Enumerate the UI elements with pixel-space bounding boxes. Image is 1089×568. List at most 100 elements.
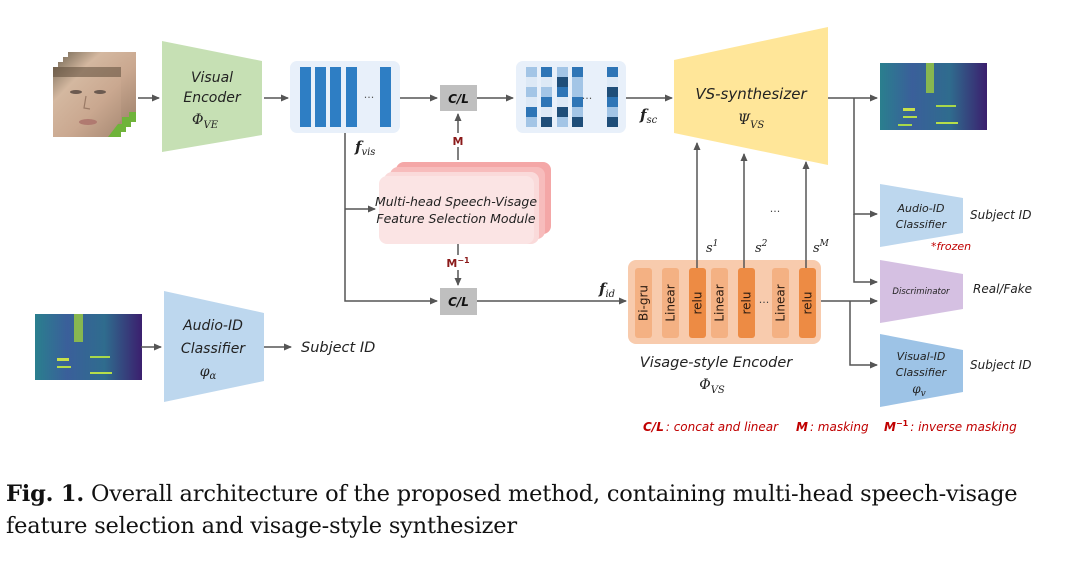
feature-cell [541,87,552,97]
encoder-block-relu [689,268,706,338]
discriminator: Discriminator [880,260,963,323]
encoder-block-bi-gru [635,268,652,338]
discriminator-output: Real/Fake [973,282,1032,296]
figure-number: Fig. 1. [6,481,85,507]
feature-cell [557,117,568,127]
legend-item-masking: M: masking [796,420,869,434]
feature-cell [557,97,568,107]
feature-cell [541,77,552,87]
style-vector-m: sM [813,239,830,256]
cl-bottom-label: C/L [448,295,469,309]
visual-id-output: Subject ID [970,358,1031,372]
concat-linear-bottom: C/L [440,288,477,315]
encoder-block-relu [738,268,755,338]
encoder-symbol: ΦVS [699,377,725,396]
input-spectrogram [35,314,142,380]
inverse-mask-label: M−1 [446,256,470,270]
legend-item-concat: C/L: concat and linear [643,420,779,434]
encoder-block-label: relu [801,292,815,315]
feature-cell [557,107,568,117]
encoder-title: Visage-style Encoder [640,355,793,371]
encoder-block-linear [662,268,679,338]
feature-cell [541,97,552,107]
visual-feature-panel: ··· [290,61,400,133]
feature-cell [557,87,568,97]
feature-cell [572,87,583,97]
feature-cell [557,77,568,87]
feature-cell [572,67,583,77]
architecture-diagram: Visual Encoder ΦVE ··· fvis C/L M ··· fs… [35,27,1032,434]
feature-bar [330,67,341,127]
feature-cell [526,107,537,117]
encoder-block-label: Linear [774,284,788,321]
audio-id-title-2: Classifier [181,341,246,357]
feature-cell [607,67,618,77]
discriminator-title: Discriminator [892,287,950,297]
feature-cell [607,107,618,117]
mask-label-top: M [453,135,464,148]
feature-cell [526,67,537,77]
feature-cell [526,87,537,97]
feature-ellipsis: ··· [364,91,375,104]
encoder-block-label: Linear [664,284,678,321]
f-vis-label: fvis [354,138,375,158]
audio-id-classifier-frozen: Audio-ID Classifier [880,184,963,247]
vs-synthesizer: VS-synthesizer ΨVS [674,27,828,165]
encoder-block-label: relu [691,292,705,315]
style-ellipsis: ··· [770,205,781,218]
visual-encoder-title-2: Encoder [183,90,241,106]
style-vector-2: s2 [755,239,768,256]
encoder-block-label: Bi-gru [637,285,651,321]
feature-cell [541,67,552,77]
audio-id-classifier: Audio-ID Classifier φα [164,291,264,402]
audio-id-right-title-1: Audio-ID [897,202,945,215]
vs-synthesizer-title: VS-synthesizer [695,85,807,103]
feature-cell [607,87,618,97]
face-image [53,67,121,137]
encoder-block-linear [711,268,728,338]
visual-id-classifier: Visual-ID Classifier φv [880,334,963,407]
msvfs-title-2: Feature Selection Module [376,211,536,226]
frozen-note: *frozen [931,240,971,253]
figure-caption: Fig. 1. Overall architecture of the prop… [6,478,1084,542]
feature-cell [557,67,568,77]
feature-cell [541,117,552,127]
sc-ellipsis: ··· [582,92,593,105]
f-id-label: fid [598,280,615,300]
feature-cell [607,97,618,107]
audio-id-right-output: Subject ID [970,208,1031,222]
face-frames-input [53,52,136,137]
concat-linear-top: C/L [440,85,477,111]
visual-id-symbol: φv [912,382,926,399]
audio-id-right-title-2: Classifier [896,218,948,231]
msvfs-title-1: Multi-head Speech-Visage [375,194,537,209]
audio-id-symbol: φα [200,364,217,382]
feature-cell [526,77,537,87]
selected-feature-panel [516,61,626,133]
visual-encoder: Visual Encoder ΦVE [162,41,262,152]
encoder-block-label: Linear [713,284,727,321]
feature-cell [572,117,583,127]
feature-bar [300,67,311,127]
legend: C/L: concat and linear M: masking M−1: i… [643,419,1017,434]
visual-id-title-1: Visual-ID [897,350,946,363]
encoder-block-linear [772,268,789,338]
feature-cell [541,107,552,117]
figure-caption-text: Overall architecture of the proposed met… [6,481,1018,539]
feature-cell [572,107,583,117]
feature-cell [607,77,618,87]
output-spectrogram [880,63,987,130]
feature-cell [572,77,583,87]
encoder-ellipsis: ··· [759,296,770,309]
audio-id-title-1: Audio-ID [182,318,243,334]
visual-id-title-2: Classifier [896,366,948,379]
visual-encoder-title-1: Visual [191,70,233,86]
feature-bar [346,67,357,127]
feature-bar [380,67,391,127]
feature-cell [526,117,537,127]
visual-encoder-symbol: ΦVE [192,112,219,131]
feature-cell [572,97,583,107]
f-sc-label: fsc [639,106,658,126]
feature-cell [526,97,537,107]
